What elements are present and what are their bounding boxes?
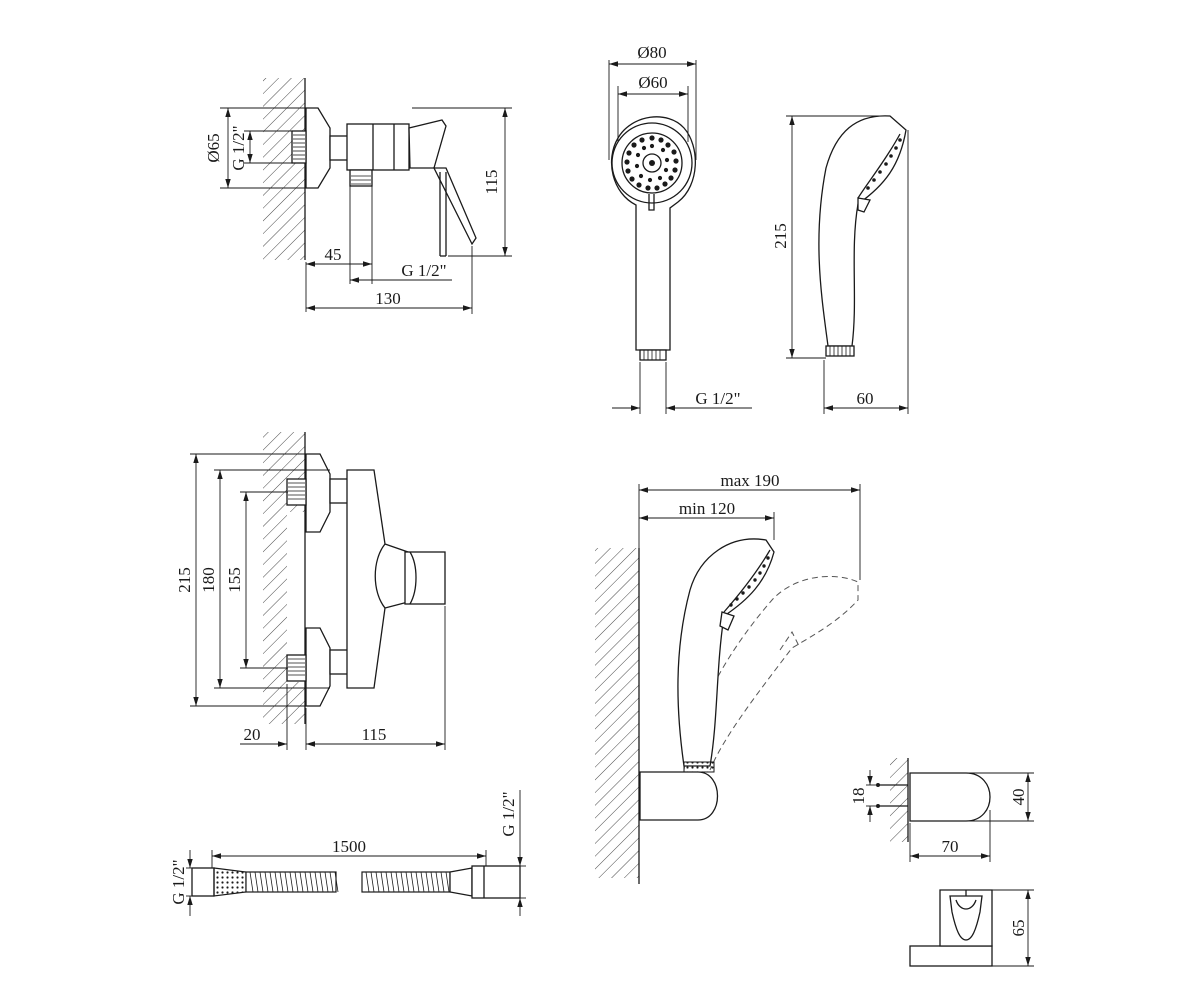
shower-assembly: [595, 538, 859, 884]
assembly-dimensions: max 190 min 120: [638, 471, 861, 580]
dim-max-190: max 190: [720, 471, 779, 490]
mixer-front-view: [263, 432, 446, 724]
dim-screw-18: 18: [849, 788, 868, 805]
dim-min-120: min 120: [679, 499, 735, 518]
shower-hose: [191, 865, 521, 899]
hand-shower-front: [610, 116, 696, 361]
wall-bracket-side: [876, 758, 991, 842]
dim-depth-60: 60: [857, 389, 874, 408]
dim-thread-front: G 1/2": [695, 389, 740, 408]
dim-centers-180: 180: [199, 567, 218, 593]
dim-diameter-80: Ø80: [637, 43, 666, 62]
dim-depth-45: 45: [325, 245, 342, 264]
dim-length-215: 215: [771, 223, 790, 249]
dim-hose-thread-left: G 1/2": [169, 859, 188, 904]
wall-bracket-side-dimensions: 18 40 70: [849, 770, 1034, 862]
dim-diameter-60: Ø60: [638, 73, 667, 92]
dim-holder-65: 65: [1009, 920, 1028, 937]
dim-outlet-thread: G 1/2": [401, 261, 446, 280]
dim-hose-1500: 1500: [332, 837, 366, 856]
dim-hose-thread-right: G 1/2": [499, 791, 518, 836]
dim-projection-115: 115: [362, 725, 387, 744]
mixer-front-dimensions: 215 180 155 20 115: [175, 453, 446, 750]
side-nozzles: [866, 138, 902, 190]
dim-total-130: 130: [375, 289, 401, 308]
dim-overall-215: 215: [175, 567, 194, 593]
dim-height-40: 40: [1009, 789, 1028, 806]
mixer-side-dimensions: Ø65 G 1/2" 115 45 G 1/2" 130: [204, 107, 512, 314]
wall-bracket-holder: [909, 889, 993, 967]
spray-nozzles: [624, 135, 679, 191]
dim-diameter-65: Ø65: [204, 133, 223, 162]
wall-bracket-holder-dimensions: 65: [992, 889, 1034, 967]
hose-dimensions: 1500 G 1/2" G 1/2": [169, 790, 526, 916]
dim-thread-side: G 1/2": [229, 125, 248, 170]
hand-shower-front-dimensions: Ø80 Ø60 G 1/2": [608, 43, 752, 414]
dim-height-115: 115: [482, 170, 501, 195]
dim-offset-20: 20: [244, 725, 261, 744]
hand-shower-side: [818, 115, 907, 357]
mixer-side-view: [263, 78, 477, 260]
dim-inner-155: 155: [225, 567, 244, 593]
hand-shower-side-dimensions: 215 60: [771, 115, 909, 414]
wall-hatch: [263, 78, 305, 260]
dim-depth-70: 70: [942, 837, 959, 856]
